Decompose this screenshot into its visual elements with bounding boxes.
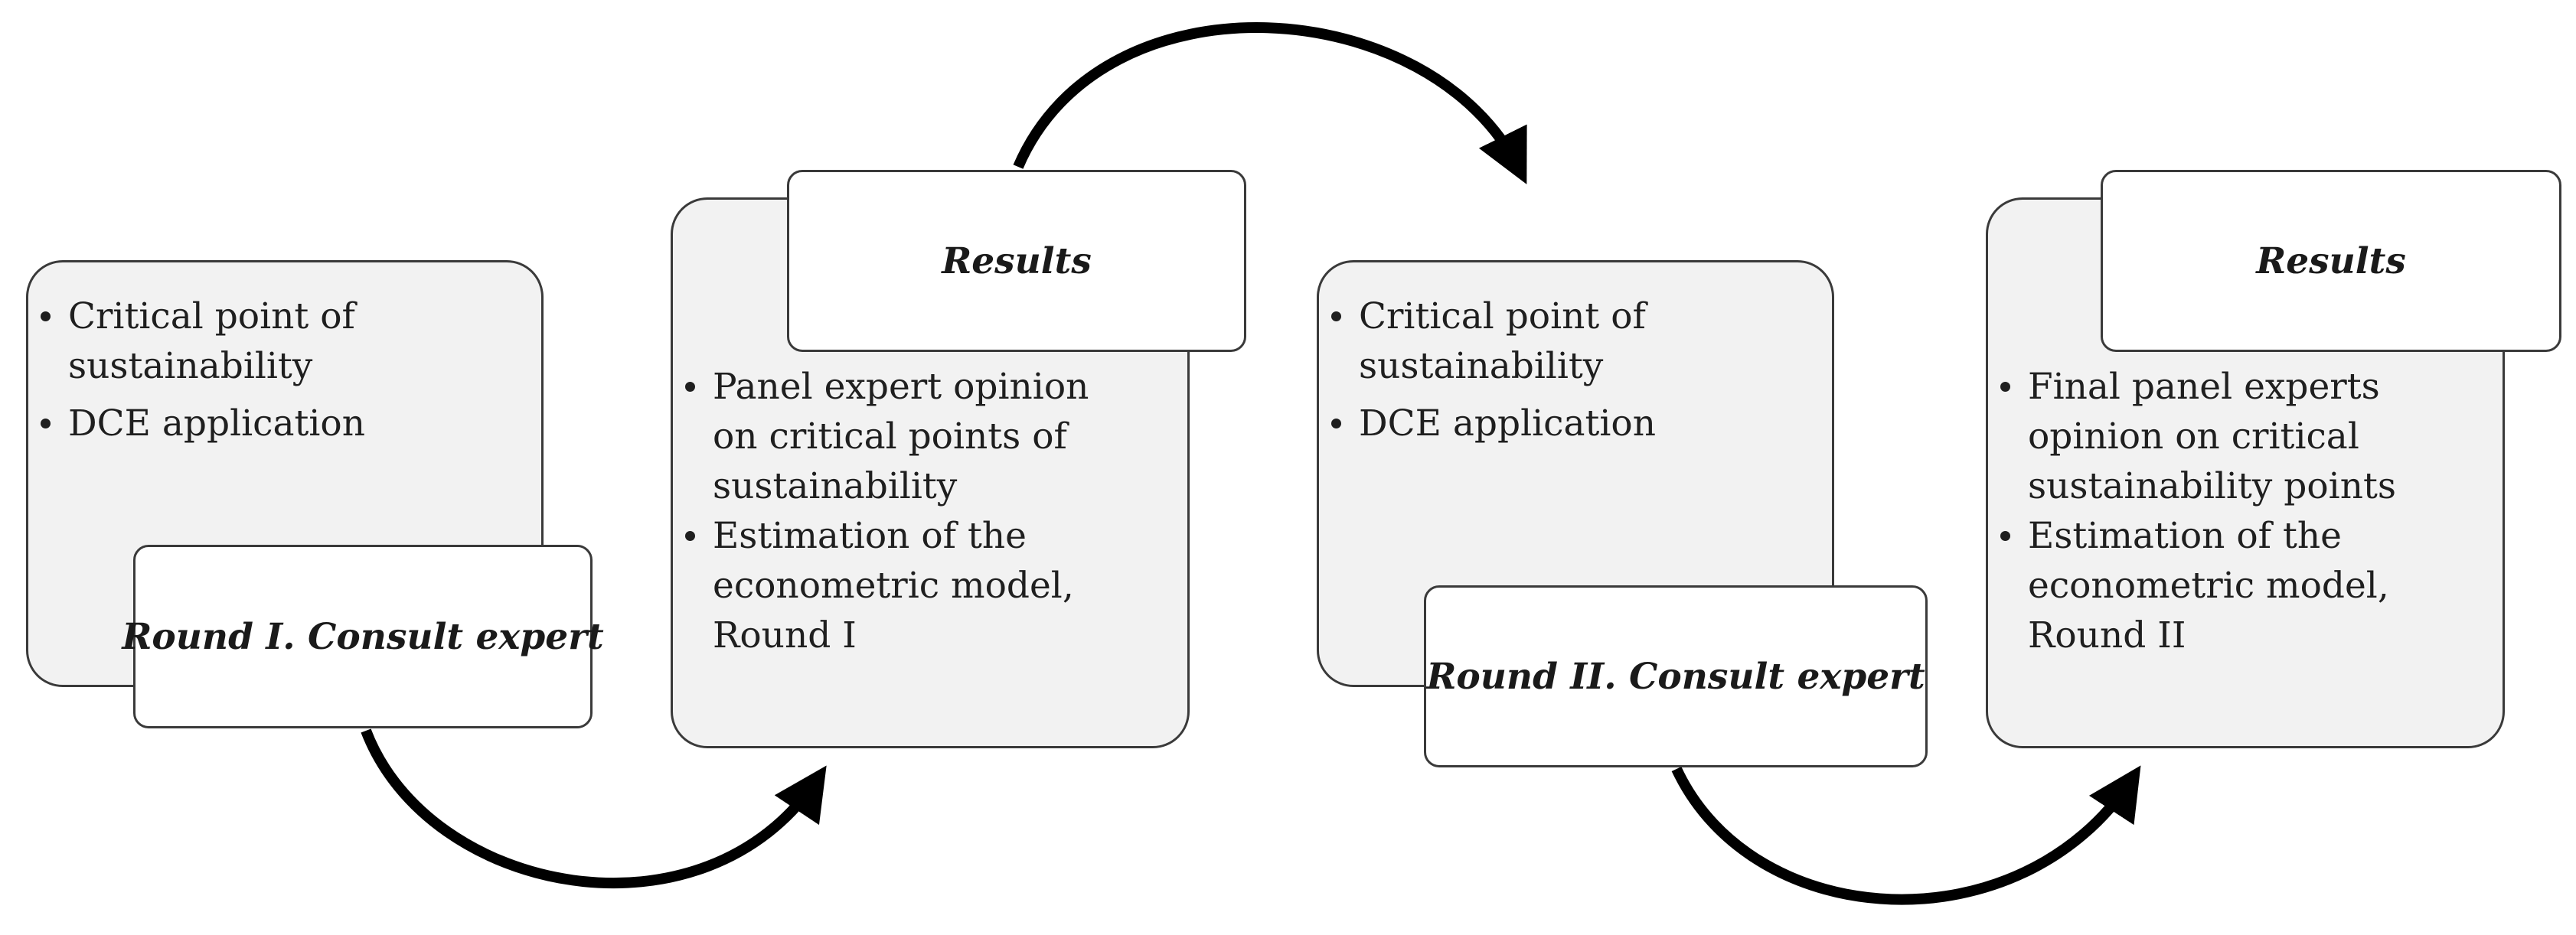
results1-label: Results	[787, 170, 1246, 352]
round2-bullet-list: Critical point of sustainability DCE app…	[1331, 292, 1809, 448]
round2-bullet: DCE application	[1331, 399, 1809, 448]
arrow-round2-to-results2	[1671, 765, 2141, 905]
round1-bullet: Critical point of sustainability	[41, 292, 518, 391]
results1-bullet-list: Panel expert opinion on critical points …	[685, 362, 1164, 660]
round2-label: Round II. Consult expert	[1424, 585, 1928, 767]
results1-bullet: Panel expert opinion on critical points …	[685, 362, 1126, 511]
results2-bullet-list: Final panel experts opinion on critical …	[2000, 362, 2480, 660]
results2-bullet: Final panel experts opinion on critical …	[2000, 362, 2441, 511]
round1-label: Round I. Consult expert	[122, 545, 604, 728]
results2-bullet: Estimation of the econometric model, Rou…	[2000, 511, 2426, 660]
results2-label: Results	[2101, 170, 2561, 352]
round1-bullet: DCE application	[41, 399, 518, 448]
arrow-round1-to-results1	[361, 728, 827, 889]
round1-card: Critical point of sustainability DCE app…	[26, 260, 544, 687]
results1-bullet: Estimation of the econometric model, Rou…	[685, 511, 1111, 660]
round2-bullet: Critical point of sustainability	[1331, 292, 1809, 391]
round1-bullet-list: Critical point of sustainability DCE app…	[41, 292, 518, 448]
arrow-results1-to-round2	[1013, 22, 1527, 184]
